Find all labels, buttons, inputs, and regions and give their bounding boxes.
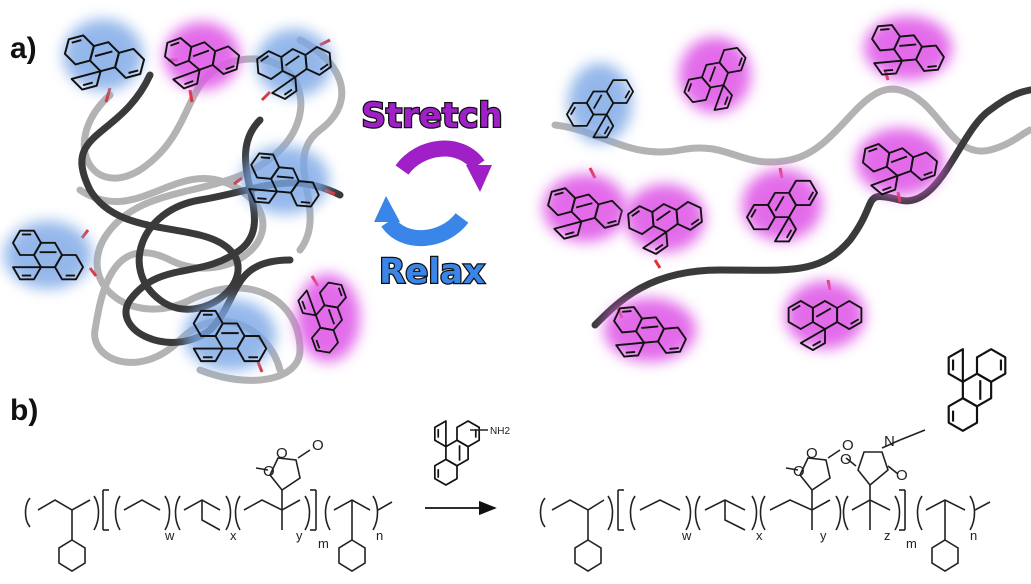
aminomethyl-pyrene-reagent — [433, 419, 488, 487]
monomer-pyrene-4 — [864, 16, 952, 80]
atom-label: N — [884, 433, 895, 450]
reactant-polymer — [24, 449, 393, 572]
excimer-pyrene-2 — [250, 22, 338, 104]
panel-a-label: a) — [10, 32, 37, 65]
subscript-y: y — [820, 528, 827, 543]
pendant-pyrene — [947, 348, 1007, 432]
subscript-x: x — [230, 528, 237, 543]
excimer-pyrene-3 — [241, 146, 329, 214]
subscript-z: z — [884, 528, 891, 543]
relax-label: Relax — [379, 252, 485, 292]
atom-label: O — [840, 451, 852, 468]
dark-chain-1 — [78, 71, 344, 313]
subscript-w: w — [681, 528, 692, 543]
reagent-amine-label: NH2 — [490, 426, 510, 437]
excimer-pyrene-6 — [562, 61, 638, 145]
monomer-pyrene-7 — [742, 161, 822, 249]
subscript-n: n — [970, 528, 977, 543]
stretched-light-chain — [551, 85, 1031, 166]
monomer-pyrene-3 — [679, 35, 751, 115]
excimer-pyrene-5 — [184, 299, 276, 371]
atom-label: O — [312, 437, 324, 454]
light-chain-1 — [80, 55, 305, 384]
subscript-n: n — [376, 528, 383, 543]
excimer-pyrene-4 — [4, 221, 92, 289]
monomer-pyrene-5 — [543, 174, 627, 242]
atom-label: O — [793, 463, 805, 480]
atom-label: O — [263, 463, 275, 480]
atom-label: O — [896, 467, 908, 484]
monomer-pyrene-6 — [621, 177, 709, 259]
monomer-pyrene-9 — [604, 298, 696, 362]
crosslink — [188, 89, 194, 103]
subscript-w: w — [164, 528, 175, 543]
subscript-m: m — [318, 536, 329, 551]
product-polymer — [539, 429, 991, 572]
stretched-dark-chain — [591, 86, 1031, 329]
stretch-label: Stretch — [361, 96, 502, 136]
crosslink — [233, 176, 243, 186]
crosslink — [256, 361, 264, 373]
atom-label: O — [276, 445, 288, 462]
crosslink — [88, 267, 98, 277]
subscript-y: y — [296, 528, 303, 543]
atom-label: O — [842, 437, 854, 454]
monomer-pyrene-8 — [856, 126, 944, 198]
monomer-pyrene-1 — [159, 20, 245, 92]
panel-b-label: b) — [10, 394, 38, 427]
monomer-pyrene-2 — [295, 274, 363, 362]
cycle-arrows-icon — [374, 140, 492, 246]
crosslink — [653, 259, 662, 269]
atom-label: O — [806, 445, 818, 462]
subscript-x: x — [756, 528, 763, 543]
monomer-pyrene-10 — [781, 275, 869, 355]
crosslink — [260, 90, 272, 102]
subscript-m: m — [906, 536, 917, 551]
excimer-pyrene-1 — [60, 19, 149, 93]
